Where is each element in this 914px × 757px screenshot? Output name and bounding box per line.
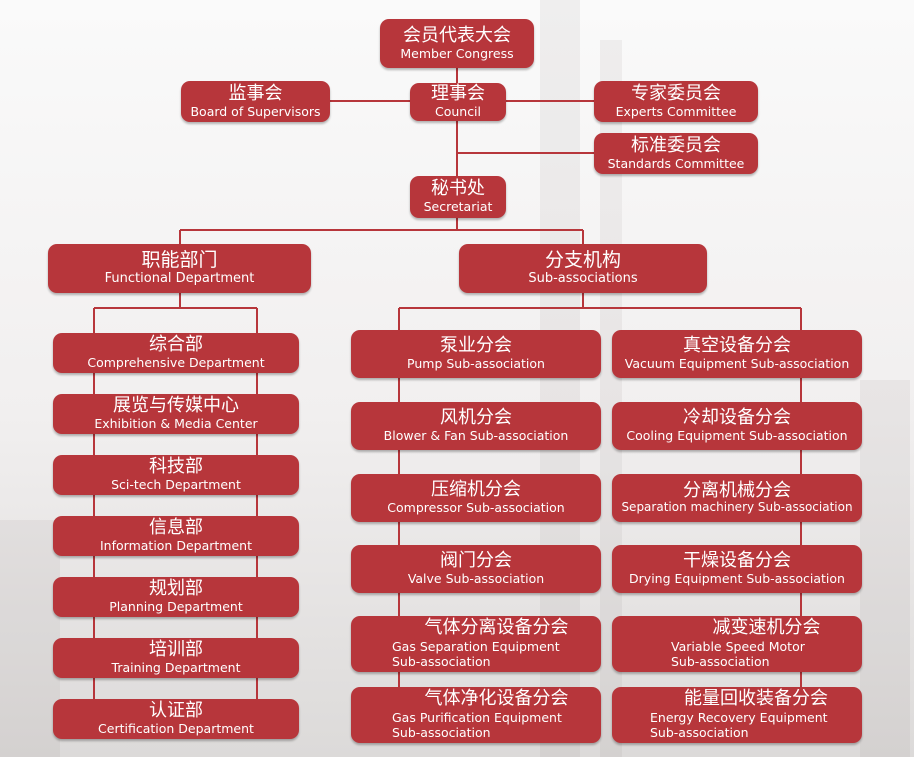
department-comprehensive-box: 综合部 Comprehensive Department xyxy=(53,333,299,373)
department-en: Sci-tech Department xyxy=(111,477,241,493)
sub-association-vacuum-box: 真空设备分会 Vacuum Equipment Sub-association xyxy=(612,330,862,378)
sub-association-pump-box: 泵业分会 Pump Sub-association xyxy=(351,330,601,378)
sub-association-en-line2: Sub-association xyxy=(392,725,491,741)
sub-association-compressor-box: 压缩机分会 Compressor Sub-association xyxy=(351,474,601,522)
sub-association-energy-recovery-box: 能量回收装备分会 Energy Recovery Equipment Sub-a… xyxy=(612,687,862,743)
sub-association-variable-speed-box: 减变速机分会 Variable Speed Motor Sub-associat… xyxy=(612,616,862,672)
secretariat-zh: 秘书处 xyxy=(431,178,485,200)
sub-association-zh: 风机分会 xyxy=(440,407,512,429)
department-en: Training Department xyxy=(111,660,241,676)
sub-association-en-line2: Sub-association xyxy=(671,654,770,670)
department-zh: 认证部 xyxy=(149,700,203,722)
sub-association-en: Cooling Equipment Sub-association xyxy=(626,428,848,444)
sub-associations-box: 分支机构 Sub-associations xyxy=(459,244,707,293)
member-congress-zh: 会员代表大会 xyxy=(403,24,511,46)
sub-association-zh: 泵业分会 xyxy=(440,335,512,357)
council-en: Council xyxy=(434,104,482,120)
sub-association-en: Vacuum Equipment Sub-association xyxy=(624,356,850,372)
sub-association-drying-box: 干燥设备分会 Drying Equipment Sub-association xyxy=(612,545,862,593)
sub-association-en: Compressor Sub-association xyxy=(387,500,565,516)
sub-association-blower-fan-box: 风机分会 Blower & Fan Sub-association xyxy=(351,402,601,450)
department-zh: 规划部 xyxy=(149,578,203,600)
department-en: Certification Department xyxy=(98,721,254,737)
sub-association-en-line1: Variable Speed Motor xyxy=(671,638,805,654)
department-exhibition-media-box: 展览与传媒中心 Exhibition & Media Center xyxy=(53,394,299,434)
functional-department-en: Functional Department xyxy=(104,270,255,286)
sub-associations-en: Sub-associations xyxy=(528,270,638,286)
sub-association-en: Separation machinery Sub-association xyxy=(621,500,853,515)
department-sci-tech-box: 科技部 Sci-tech Department xyxy=(53,455,299,495)
sub-association-zh: 冷却设备分会 xyxy=(683,407,791,429)
department-information-box: 信息部 Information Department xyxy=(53,516,299,556)
department-zh: 培训部 xyxy=(149,639,203,661)
department-certification-box: 认证部 Certification Department xyxy=(53,699,299,739)
council-zh: 理事会 xyxy=(431,83,485,105)
sub-association-en-line1: Energy Recovery Equipment xyxy=(650,709,828,725)
sub-association-en: Valve Sub-association xyxy=(407,571,545,587)
department-planning-box: 规划部 Planning Department xyxy=(53,577,299,617)
sub-association-en-line1: Gas Separation Equipment xyxy=(392,638,560,654)
department-en: Information Department xyxy=(100,538,252,554)
standards-committee-zh: 标准委员会 xyxy=(631,134,721,156)
sub-association-valve-box: 阀门分会 Valve Sub-association xyxy=(351,545,601,593)
department-en: Planning Department xyxy=(109,599,243,615)
secretariat-en: Secretariat xyxy=(423,199,493,215)
sub-association-zh: 能量回收装备分会 xyxy=(684,688,828,710)
sub-association-zh: 干燥设备分会 xyxy=(683,550,791,572)
experts-committee-box: 专家委员会 Experts Committee xyxy=(594,81,758,122)
department-zh: 综合部 xyxy=(149,334,203,356)
department-en: Exhibition & Media Center xyxy=(94,416,258,432)
sub-association-en: Blower & Fan Sub-association xyxy=(383,428,569,444)
sub-association-gas-purification-box: 气体净化设备分会 Gas Purification Equipment Sub-… xyxy=(351,687,601,743)
department-zh: 科技部 xyxy=(149,456,203,478)
secretariat-box: 秘书处 Secretariat xyxy=(410,176,506,218)
sub-association-zh: 阀门分会 xyxy=(440,550,512,572)
sub-association-en-line2: Sub-association xyxy=(392,654,491,670)
department-zh: 信息部 xyxy=(149,517,203,539)
member-congress-box: 会员代表大会 Member Congress xyxy=(380,19,534,68)
sub-association-en: Pump Sub-association xyxy=(407,356,545,372)
department-en: Comprehensive Department xyxy=(87,355,265,371)
standards-committee-box: 标准委员会 Standards Committee xyxy=(594,133,758,174)
sub-association-zh: 真空设备分会 xyxy=(683,335,791,357)
sub-association-en-line2: Sub-association xyxy=(650,725,749,741)
supervisors-en: Board of Supervisors xyxy=(190,103,321,119)
functional-department-zh: 职能部门 xyxy=(141,249,218,272)
sub-association-zh: 分离机械分会 xyxy=(683,479,791,501)
experts-committee-zh: 专家委员会 xyxy=(631,82,721,104)
functional-department-box: 职能部门 Functional Department xyxy=(48,244,311,293)
sub-association-en-line1: Gas Purification Equipment xyxy=(392,709,562,725)
sub-association-zh: 气体分离设备分会 xyxy=(424,617,569,639)
sub-associations-zh: 分支机构 xyxy=(544,249,621,272)
member-congress-en: Member Congress xyxy=(400,45,514,61)
experts-committee-en: Experts Committee xyxy=(615,103,737,119)
sub-association-en: Drying Equipment Sub-association xyxy=(629,571,845,587)
sub-association-separation-machinery-box: 分离机械分会 Separation machinery Sub-associat… xyxy=(612,474,862,522)
sub-association-zh: 气体净化设备分会 xyxy=(424,688,569,710)
supervisors-zh: 监事会 xyxy=(228,82,283,104)
supervisors-box: 监事会 Board of Supervisors xyxy=(181,81,330,122)
department-training-box: 培训部 Training Department xyxy=(53,638,299,678)
sub-association-cooling-box: 冷却设备分会 Cooling Equipment Sub-association xyxy=(612,402,862,450)
standards-committee-en: Standards Committee xyxy=(607,155,745,171)
sub-association-zh: 减变速机分会 xyxy=(712,617,821,639)
council-box: 理事会 Council xyxy=(410,83,506,121)
sub-association-zh: 压缩机分会 xyxy=(431,479,521,501)
department-zh: 展览与传媒中心 xyxy=(113,395,239,417)
sub-association-gas-separation-box: 气体分离设备分会 Gas Separation Equipment Sub-as… xyxy=(351,616,601,672)
